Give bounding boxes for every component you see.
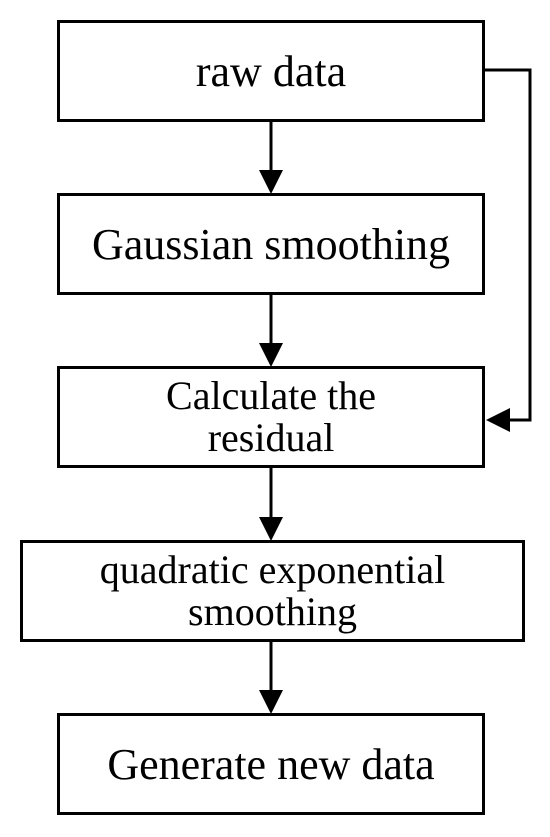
node-gaussian-smoothing: Gaussian smoothing: [57, 193, 485, 295]
node-raw-data: raw data: [57, 20, 485, 122]
node-calculate-residual: Calculate the residual: [57, 366, 485, 468]
node-label: quadratic exponential smoothing: [99, 547, 446, 634]
arrow-raw-to-resid: [485, 68, 532, 432]
node-label: Gaussian smoothing: [91, 219, 451, 269]
node-label: Calculate the residual: [166, 373, 376, 460]
node-label: raw data: [195, 46, 347, 96]
node-label: Generate new data: [107, 739, 435, 789]
node-quadratic-exponential-smoothing: quadratic exponential smoothing: [20, 540, 525, 642]
node-generate-new-data: Generate new data: [57, 713, 485, 815]
